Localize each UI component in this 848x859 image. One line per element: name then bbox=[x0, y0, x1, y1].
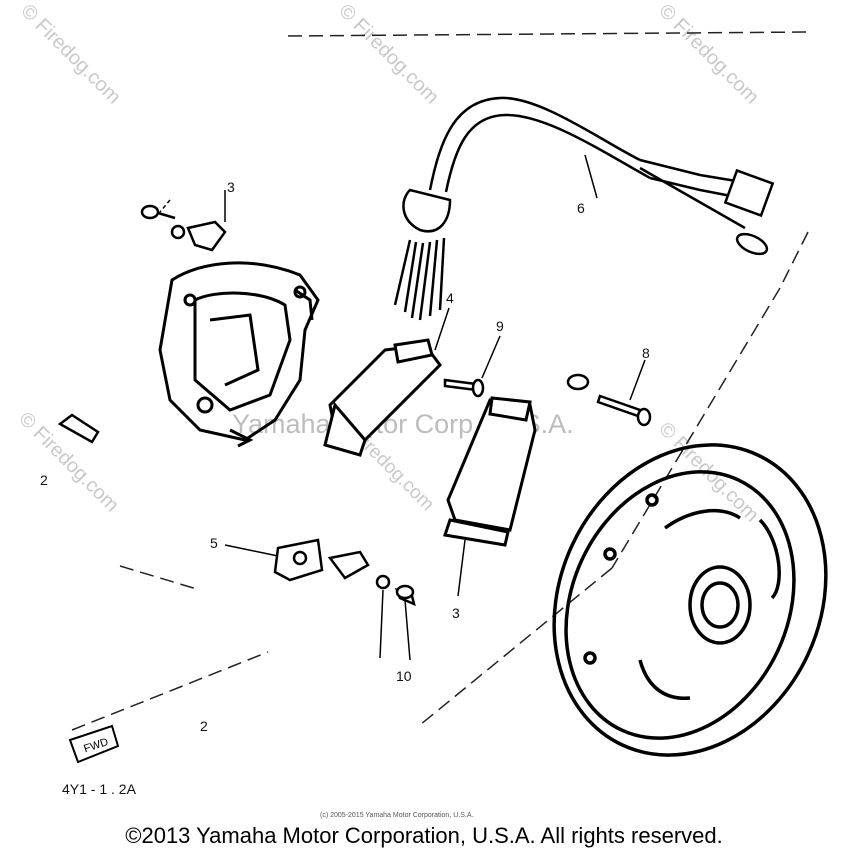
fwd-arrow: FWD bbox=[68, 724, 120, 764]
leader-lines bbox=[159, 154, 646, 661]
callout-3-top: 3 bbox=[227, 179, 235, 195]
copyright-notice: ©2013 Yamaha Motor Corporation, U.S.A. A… bbox=[125, 823, 723, 848]
watermark-top-left: © Firedog.com bbox=[16, 0, 125, 108]
screw-9 bbox=[443, 378, 485, 398]
callout-4: 4 bbox=[446, 290, 454, 306]
watermark-layer: © Firedog.com © Firedog.com © Firedog.co… bbox=[14, 0, 763, 526]
small-copyright: (c) 2005-2015 Yamaha Motor Corporation, … bbox=[320, 812, 473, 819]
screw-10 bbox=[375, 574, 416, 607]
figure-code: 4Y1 - 1 . 2A bbox=[62, 781, 137, 797]
pickup-coil bbox=[273, 538, 370, 582]
watermark-top-right: © Firedog.com bbox=[654, 0, 763, 108]
stator-base-plate bbox=[158, 261, 320, 448]
screw-top-left bbox=[140, 204, 227, 252]
screw-8 bbox=[566, 373, 652, 427]
callout-2-bottom: 2 bbox=[200, 718, 208, 734]
harness-connector bbox=[723, 168, 775, 256]
watermark-top-center: © Firedog.com bbox=[334, 0, 443, 108]
callout-9: 9 bbox=[496, 318, 504, 334]
assembly-outline bbox=[71, 31, 811, 731]
source-coil bbox=[323, 338, 442, 457]
callout-10: 10 bbox=[396, 668, 412, 684]
flywheel-rotor bbox=[552, 443, 828, 757]
callout-3-bottom: 3 bbox=[452, 605, 460, 621]
callout-2-left: 2 bbox=[40, 472, 48, 488]
callout-5: 5 bbox=[210, 535, 218, 551]
callout-numbers: 3 4 6 9 8 2 5 3 10 2 bbox=[40, 179, 650, 734]
screw-left-2 bbox=[57, 413, 100, 444]
callout-6: 6 bbox=[577, 200, 585, 216]
callout-8: 8 bbox=[642, 345, 650, 361]
charging-coil bbox=[443, 396, 537, 547]
